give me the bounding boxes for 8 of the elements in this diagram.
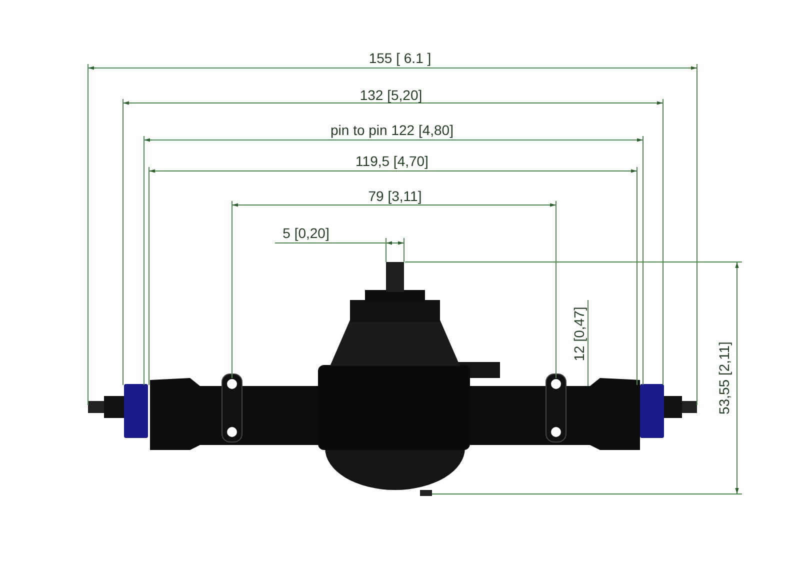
dimension-label: 79 [3,11] bbox=[367, 189, 423, 203]
dimension-label: 12 [0,47] bbox=[572, 306, 586, 364]
dimension-label: 132 [5,20] bbox=[358, 88, 424, 102]
dimension-label: 5 [0,20] bbox=[282, 226, 330, 240]
dimension-label: 119,5 [4,70] bbox=[354, 154, 430, 168]
dimension-label: pin to pin 122 [4,80] bbox=[330, 123, 454, 137]
dimension-label: 155 [ 6.1 ] bbox=[368, 51, 432, 65]
dimension-label: 53,55 [2,11] bbox=[717, 340, 731, 416]
